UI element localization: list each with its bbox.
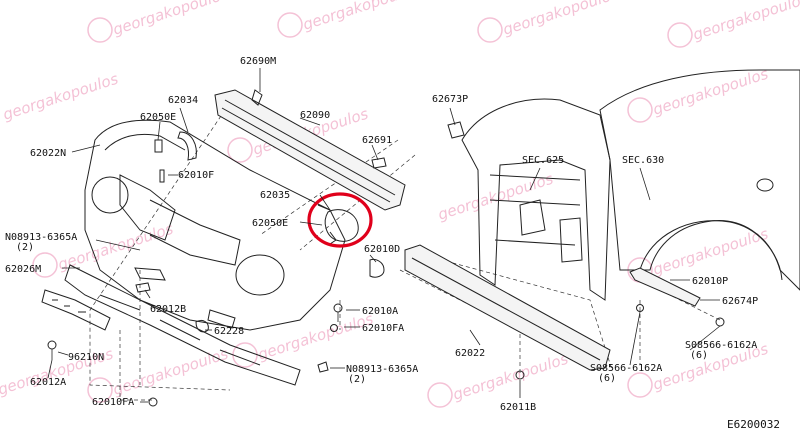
- label-08913-bot: N08913-6365A: [346, 364, 418, 375]
- label-62026M: 62026M: [5, 264, 41, 275]
- screw-08566-a: [715, 317, 725, 327]
- clip-62691: [371, 157, 387, 169]
- label-62010P: 62010P: [692, 276, 728, 287]
- label-62010D: 62010D: [364, 244, 400, 255]
- label-08913-top: N08913-6365A: [5, 232, 77, 243]
- label-62034: 62034: [168, 95, 198, 106]
- watermark-logo: georgakopoulos: [1, 70, 121, 124]
- highlight-circle: [307, 192, 373, 248]
- watermark-logo: georgakopoulos: [627, 65, 771, 123]
- svg-text:georgakopoulos: georgakopoulos: [301, 0, 421, 34]
- watermark-logo: georgakopoulos: [427, 350, 571, 408]
- svg-text:georgakopoulos: georgakopoulos: [256, 310, 376, 364]
- label-62090: 62090: [300, 110, 330, 121]
- side-bracket: [629, 267, 701, 307]
- screw-08566-b: [636, 304, 644, 312]
- watermark-logo: georgakopoulos: [667, 0, 800, 48]
- leader-lines: [47, 68, 721, 403]
- watermark-logo: georgakopoulos: [477, 0, 621, 43]
- part-labels: 62690M 62034 62050E 62090 62022N 62010F …: [5, 56, 780, 431]
- label-62050E-mid: 62050E: [252, 218, 288, 229]
- label-62022N: 62022N: [30, 148, 66, 159]
- fog-lamp-cover: [317, 204, 359, 245]
- lower-grille: [64, 264, 301, 386]
- bracket-62034: [154, 131, 197, 183]
- drawing-code: E6200032: [727, 418, 780, 431]
- front-fender: [599, 69, 800, 291]
- watermark-logo: georgakopoulos: [32, 220, 176, 278]
- label-62010A: 62010A: [362, 306, 398, 317]
- bottom-trim-strip: [41, 289, 111, 331]
- svg-text:georgakopoulos: georgakopoulos: [111, 345, 231, 399]
- svg-text:georgakopoulos: georgakopoulos: [501, 0, 621, 39]
- clip-62010A: [333, 303, 343, 322]
- label-08566-a-qty: (6): [690, 350, 708, 361]
- front-bumper-reinforcement: [214, 89, 406, 211]
- label-08566-b-qty: (6): [598, 373, 616, 384]
- label-sec630: SEC.630: [622, 155, 664, 166]
- label-62035: 62035: [260, 190, 290, 201]
- label-08566-a: S08566-6162A: [685, 340, 757, 351]
- label-08913-bot-qty: (2): [348, 374, 366, 385]
- clip-62012B: [135, 282, 151, 293]
- label-62228: 62228: [214, 326, 244, 337]
- clip-62010D: [369, 259, 385, 278]
- clip-62010FA-mid: [330, 324, 338, 332]
- watermark-logo: georgakopoulos: [277, 0, 421, 38]
- lower-reinforcement: [404, 244, 611, 371]
- svg-text:georgakopoulos: georgakopoulos: [56, 220, 176, 274]
- label-62010F: 62010F: [178, 170, 214, 181]
- radiator-core-support: [461, 98, 611, 301]
- label-62674P: 62674P: [722, 296, 758, 307]
- label-62022: 62022: [455, 348, 485, 359]
- watermark-logo: georgakopoulos: [87, 0, 231, 43]
- label-62011B: 62011B: [500, 402, 536, 413]
- label-62050E-top: 62050E: [140, 112, 176, 123]
- label-62012B: 62012B: [150, 304, 186, 315]
- clip-62010FA-bot: [148, 397, 158, 407]
- svg-text:georgakopoulos: georgakopoulos: [691, 0, 800, 44]
- label-96210N: 96210N: [68, 352, 104, 363]
- label-sec625: SEC.625: [522, 155, 564, 166]
- svg-text:georgakopoulos: georgakopoulos: [111, 0, 231, 39]
- label-62673P: 62673P: [432, 94, 468, 105]
- label-62010FA-mid: 62010FA: [362, 323, 404, 334]
- label-62691: 62691: [362, 135, 392, 146]
- screw-08913-bot: [317, 361, 329, 373]
- label-62012A: 62012A: [30, 377, 66, 388]
- clip-62012A: [47, 340, 57, 360]
- svg-text:georgakopoulos: georgakopoulos: [1, 70, 121, 124]
- clip-62673P: [447, 121, 465, 139]
- label-62010FA-bot: 62010FA: [92, 397, 134, 408]
- screw-62011B: [515, 370, 525, 380]
- label-08566-b: S08566-6162A: [590, 363, 662, 374]
- watermark-logo: georgakopoulos: [232, 310, 376, 368]
- label-62690M: 62690M: [240, 56, 276, 67]
- label-08913-top-qty: (2): [16, 242, 34, 253]
